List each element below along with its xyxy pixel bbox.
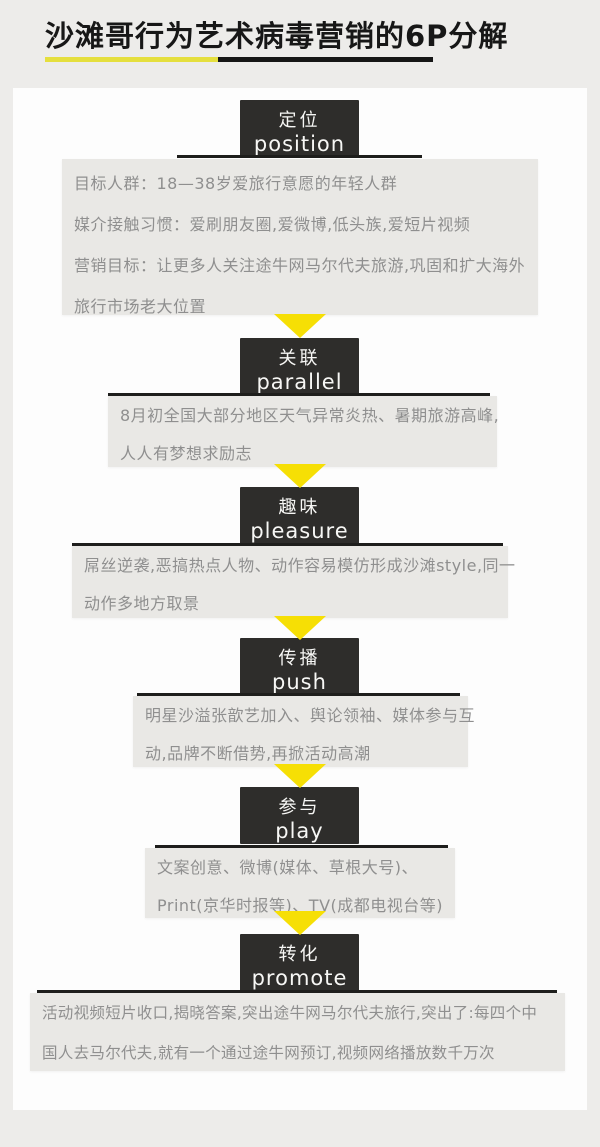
stage-label-cn: 传播 <box>278 648 321 669</box>
desc-line: 活动视频短片收口,揭晓答案,突出途牛网马尔代夫旅行,突出了:每四个中 <box>42 1004 538 1022</box>
stage-label-en: parallel <box>256 370 343 394</box>
desc-line: 国人去马尔代夫,就有一个通过途牛网预订,视频网络播放数千万次 <box>42 1044 495 1062</box>
down-arrow-icon <box>274 314 326 338</box>
stage-divider-line <box>37 990 557 993</box>
stage-label-cn: 关联 <box>278 348 321 369</box>
stage-divider-line <box>155 845 448 848</box>
stage-box-parallel: 关联 parallel <box>240 338 359 395</box>
desc-box-promote: 活动视频短片收口,揭晓答案,突出途牛网马尔代夫旅行,突出了:每四个中 国人去马尔… <box>30 993 565 1071</box>
desc-box-push: 明星沙溢张歆艺加入、舆论领袖、媒体参与互 动,品牌不断借势,再掀活动高潮 <box>133 696 476 767</box>
down-arrow-icon <box>274 616 326 640</box>
stage-label-cn: 定位 <box>278 110 321 131</box>
stage-box-promote: 转化 promote <box>240 934 359 991</box>
desc-box-position: 目标人群：18—38岁爱旅行意愿的年轻人群 媒介接触习惯：爱刷朋友圈,爱微博,低… <box>62 159 538 316</box>
stage-box-pleasure: 趣味 pleasure <box>240 487 359 544</box>
desc-line: 旅行市场老大位置 <box>74 297 207 316</box>
desc-box-parallel: 8月初全国大部分地区天气异常炎热、暑期旅游高峰, 人人有梦想求励志 <box>108 396 500 467</box>
desc-line: 明星沙溢张歆艺加入、舆论领袖、媒体参与互 <box>145 706 476 725</box>
stage-divider-line <box>177 155 422 158</box>
page-title: 沙滩哥行为艺术病毒营销的6P分解 <box>45 19 509 53</box>
desc-line: 动,品牌不断借势,再掀活动高潮 <box>145 744 371 763</box>
desc-line: 目标人群：18—38岁爱旅行意愿的年轻人群 <box>74 174 398 193</box>
desc-line: 媒介接触习惯：爱刷朋友圈,爱微博,低头族,爱短片视频 <box>74 215 471 234</box>
title-underline-black <box>218 57 433 62</box>
desc-line: Print(京华时报等)、TV(成都电视台等) <box>157 896 443 915</box>
stage-box-position: 定位 position <box>240 100 359 157</box>
stage-label-cn: 转化 <box>278 944 321 965</box>
stage-label-cn: 参与 <box>278 797 321 818</box>
down-arrow-icon <box>274 464 326 488</box>
desc-box-pleasure: 屌丝逆袭,恶搞热点人物、动作容易模仿形成沙滩style,同一 动作多地方取景 <box>72 546 516 618</box>
stage-box-push: 传播 push <box>240 638 359 695</box>
stage-label-cn: 趣味 <box>278 497 321 518</box>
down-arrow-icon <box>274 764 326 788</box>
stage-label-en: play <box>275 819 324 843</box>
stage-label-en: push <box>272 670 327 694</box>
desc-line: 人人有梦想求励志 <box>120 444 253 463</box>
stage-divider-line <box>137 693 460 696</box>
desc-line: 屌丝逆袭,恶搞热点人物、动作容易模仿形成沙滩style,同一 <box>84 556 516 575</box>
down-arrow-icon <box>274 911 326 935</box>
stage-label-en: promote <box>251 966 348 990</box>
desc-line: 8月初全国大部分地区天气异常炎热、暑期旅游高峰, <box>120 406 500 425</box>
stage-label-en: position <box>253 132 346 156</box>
stage-label-en: pleasure <box>250 519 349 543</box>
title-underline-yellow <box>45 57 218 62</box>
desc-line: 营销目标：让更多人关注途牛网马尔代夫旅游,巩固和扩大海外 <box>74 256 526 275</box>
desc-line: 动作多地方取景 <box>84 594 200 613</box>
stage-divider-line <box>72 543 503 546</box>
desc-line: 文案创意、微博(媒体、草根大号)、 <box>157 858 418 877</box>
desc-box-play: 文案创意、微博(媒体、草根大号)、 Print(京华时报等)、TV(成都电视台等… <box>145 848 455 918</box>
stage-divider-line <box>108 393 490 396</box>
stage-box-play: 参与 play <box>240 787 359 844</box>
